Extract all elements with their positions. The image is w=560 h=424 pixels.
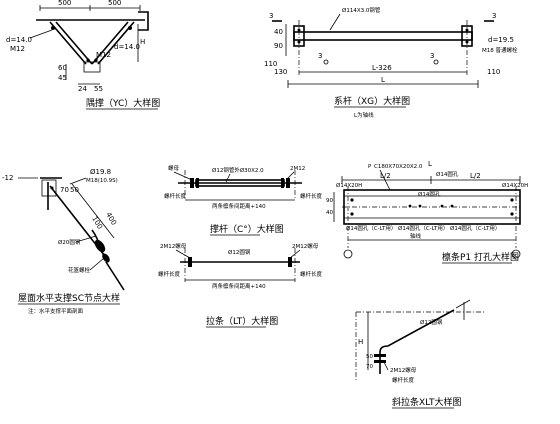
p1-dim-90: 90: [326, 198, 333, 204]
xg-detail: 3 3 Ø114X3.0钢管 40 90 110 130 110 3 3 d=1…: [264, 6, 518, 119]
lt-left-len: 螺杆长度: [158, 270, 181, 278]
lt-spacing: 两条檩条间距离+140: [212, 282, 266, 290]
yc-dim-left: 500: [58, 0, 71, 7]
p1-tag-a: Ø14圆孔（C-LT用）: [346, 224, 396, 232]
xg-dim-40: 40: [274, 28, 283, 36]
yc-bolt-right-spec: M12: [96, 51, 111, 59]
xlt-detail: H 50 70 2M12螺母 Ø12圆钢 螺杆长度 斜拉条XLT大样图: [355, 299, 486, 409]
p1-overall: L: [428, 160, 432, 168]
p1-tag-c: Ø14圆孔（C-LT用）: [450, 224, 500, 232]
xlt-dim-50: 50: [366, 354, 373, 360]
cg-spacing: 两条檩条间距离+140: [212, 202, 266, 210]
xg-bolt: M18 普通螺栓: [482, 46, 518, 54]
p1-hole-mid: Ø14圆孔: [436, 170, 459, 178]
lt-rod: Ø12圆钢: [228, 248, 251, 256]
sc-turnbuckle: 花篮螺栓: [68, 266, 91, 274]
p1-axis: 轴线: [410, 232, 422, 240]
p1-title: 檩条P1 打孔大样图: [442, 251, 519, 263]
p1-hole-left: Ø14X20H: [336, 182, 362, 189]
yc-title: 隅撑（YC）大样图: [86, 97, 160, 109]
lt-right-len: 螺杆长度: [300, 270, 323, 278]
yc-dim-a: 60: [58, 64, 67, 72]
yc-height-label: H: [140, 38, 145, 46]
xlt-rod: Ø12圆钢: [420, 318, 443, 326]
yc-dim-right: 500: [108, 0, 121, 7]
xg-section-right: 3: [492, 12, 496, 20]
p1-tag-b: Ø14圆孔（C-LT用）: [398, 224, 448, 232]
cg-nut: 螺母: [168, 164, 180, 172]
xg-section-right-2: 3: [430, 52, 434, 60]
xg-title: 系杆（XG）大样图: [334, 95, 410, 107]
p1-prefix: P: [368, 164, 372, 170]
p1-hole-right: Ø14X20H: [502, 182, 528, 189]
sc-detail: -12 Ø19.8 M18(10.9S) 70 50 100 400 Ø20圆钢…: [2, 168, 125, 315]
cg-pipe: Ø12钢管外Ø30X2.0: [212, 166, 264, 174]
xg-length: L-326: [372, 64, 392, 72]
sc-dim-50: 50: [70, 186, 79, 194]
sc-title: 屋面水平支撑SC节点大样: [18, 292, 120, 304]
yc-detail: 500 500 d=14.0 M12 d=14.0 M12 H 60 45 24…: [6, 0, 160, 110]
yc-bolt-left-spec: M12: [10, 45, 25, 53]
lt-left-nut: 2M12螺母: [160, 242, 187, 250]
cg-title: 撑杆（C°）大样图: [210, 223, 284, 235]
sc-note: 注：水平支撑平面剖面: [28, 307, 84, 315]
xg-dim-130: 130: [274, 68, 287, 76]
sc-dim-100: 100: [90, 215, 104, 231]
p1-detail: P C180X70X20X2.0 L/2 L/2 L Ø14X20H Ø14X2…: [326, 160, 528, 264]
sc-slope: -12: [2, 174, 13, 182]
sc-rod: Ø20圆钢: [58, 238, 81, 246]
yc-bolt-right: d=14.0: [114, 43, 140, 51]
sc-bolt: M18(10.9S): [86, 178, 118, 184]
xg-hole: d=19.5: [488, 36, 514, 44]
p1-section: C180X70X20X2.0: [374, 164, 423, 170]
xlt-height-label: H: [358, 338, 363, 346]
xlt-title: 斜拉条XLT大样图: [392, 396, 461, 408]
sc-dim-70: 70: [60, 186, 69, 194]
yc-dim-d: 55: [94, 85, 103, 93]
sc-dia: Ø19.8: [90, 168, 111, 176]
lt-detail: 2M12螺母 2M12螺母 Ø12圆钢 螺杆长度 螺杆长度 两条檩条间距离+14…: [158, 242, 323, 328]
xlt-note: 螺杆长度: [392, 376, 415, 384]
xg-section-left: 3: [269, 12, 273, 20]
xg-dim-110-left: 110: [264, 60, 277, 68]
p1-half-left: L/2: [380, 172, 391, 180]
cg-left-len: 螺杆长度: [164, 192, 187, 200]
p1-half-right: L/2: [470, 172, 481, 180]
xlt-nut: 2M12螺母: [390, 366, 417, 374]
yc-bolt-left: d=14.0: [6, 36, 32, 44]
cg-detail: 螺母 2M12 Ø12钢管外Ø30X2.0 螺杆长度 螺杆长度 两条檩条间距离+…: [164, 164, 323, 236]
lt-right-nut: 2M12螺母: [292, 242, 319, 250]
xg-pipe-spec: Ø114X3.0钢管: [342, 6, 381, 14]
p1-hole-mid2: Ø14圆孔: [418, 190, 441, 198]
p1-dim-40: 40: [326, 210, 333, 216]
yc-dim-b: 45: [58, 74, 67, 82]
cg-bolt: 2M12: [290, 166, 305, 172]
xg-note: L为轴线: [354, 111, 374, 119]
lt-title: 拉条（LT）大样图: [206, 315, 278, 327]
xlt-dim-70: 70: [366, 364, 373, 370]
xg-overall: L: [381, 76, 385, 84]
xg-dim-90: 90: [274, 42, 283, 50]
xg-section-left-2: 3: [318, 52, 322, 60]
yc-dim-c: 24: [78, 85, 87, 93]
sc-dim-400: 400: [104, 211, 118, 227]
xg-dim-110-right: 110: [487, 68, 500, 76]
cg-right-len: 螺杆长度: [300, 192, 323, 200]
